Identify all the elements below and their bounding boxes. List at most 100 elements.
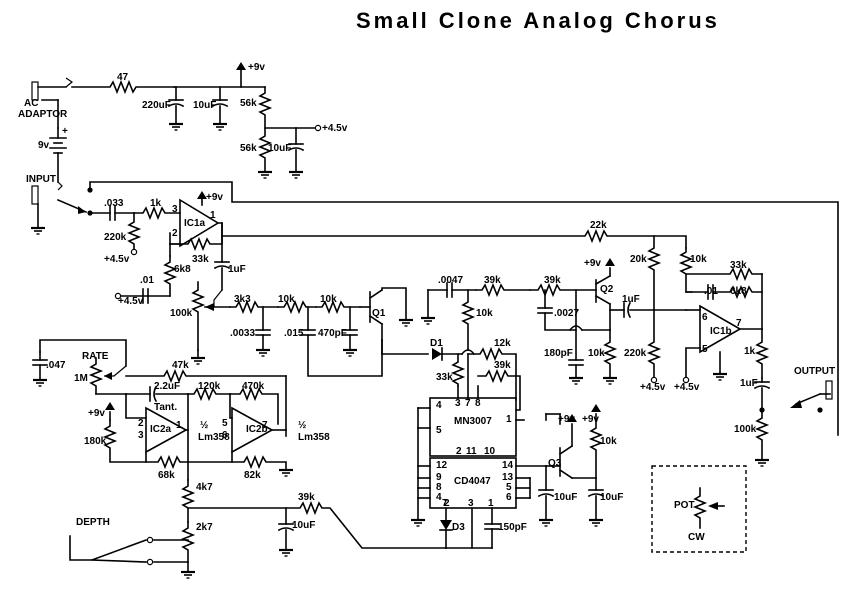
r100k-pot-label: 100k (170, 308, 193, 319)
c10uf-a-label: 10uF (193, 100, 216, 111)
pin-13-cd: 13 (502, 472, 514, 483)
pin-7-ic2b: 7 (262, 420, 268, 431)
d3-label: D3 (452, 522, 465, 533)
c01-b-label: .01 (704, 286, 718, 297)
pin-2-ic1a: 2 (172, 228, 178, 239)
output-label: OUTPUT (794, 366, 835, 377)
output-jack (825, 380, 833, 400)
pin-8-mn: 8 (475, 398, 481, 409)
q3-label: Q3 (548, 458, 562, 469)
p9v-label-3: +9v (584, 258, 601, 269)
pin-2-ic2a: 2 (138, 418, 144, 429)
pin-1-ic1a: 1 (210, 210, 216, 221)
r10k-b-label: 10k (320, 294, 337, 305)
input-label: INPUT (26, 174, 56, 185)
ic1b-label: IC1b (710, 326, 732, 337)
ic2a-opamp (145, 406, 188, 454)
r33k-c-label: 33k (436, 372, 453, 383)
r100k-b-label: 100k (734, 424, 757, 435)
pin-8-cd: 8 (436, 482, 442, 493)
cw-label: CW (688, 532, 705, 543)
page-title: Small Clone Analog Chorus (356, 8, 720, 33)
r56k-a-label: 56k (240, 98, 257, 109)
output-filter-section (419, 235, 833, 468)
battery-label: 9v (38, 140, 50, 151)
r33k-a-label: 33k (192, 254, 209, 265)
c10uf-b-label: 10uF (268, 143, 291, 154)
c10uf-d-label: 10uF (554, 492, 577, 503)
depth-label: DEPTH (76, 517, 110, 528)
pin-4-mn: 4 (436, 400, 442, 411)
ac-adaptor-jack (31, 81, 39, 101)
p4v5-label-3: +4.5v (118, 296, 144, 307)
mn3007-label: MN3007 (454, 416, 492, 427)
rate-pot-label: 1M (74, 373, 88, 384)
r68k-label: 68k (158, 470, 175, 481)
p4v5-label-4: +4.5v (640, 382, 666, 393)
pin-3-cd: 3 (468, 498, 474, 509)
labels: AC ADAPTOR 9v INPUT OUTPUT RATE 1M DEPTH… (18, 62, 835, 543)
power-section (31, 62, 322, 191)
r39k-d-label: 39k (298, 492, 315, 503)
r220k-b-label: 220k (624, 348, 647, 359)
p9v-label-2: +9v (206, 192, 223, 203)
p9v-label-6: +9v (582, 414, 599, 425)
c470pf-label: 470pF (318, 328, 347, 339)
ic1a-opamp (179, 198, 220, 248)
tant-label: Tant. (154, 402, 177, 413)
q1-label: Q1 (372, 308, 386, 319)
filter-section (189, 281, 463, 377)
p9v-label-1: +9v (248, 62, 265, 73)
r470k-label: 470k (242, 381, 265, 392)
r1k-a-label: 1k (150, 198, 162, 209)
c1uf-a-label: 1uF (228, 264, 246, 275)
c033-label: .033 (104, 198, 124, 209)
r82k-label: 82k (244, 470, 261, 481)
pin-4-cd: 4 (436, 492, 442, 503)
c0047-label: .0047 (438, 275, 463, 286)
pin-14-cd: 14 (502, 460, 514, 471)
pin-6-ic2b: 6 (222, 430, 228, 441)
lm358-b-label: Lm358 (298, 432, 330, 443)
pin-7-mn: 7 (465, 398, 471, 409)
r20k-label: 20k (630, 254, 647, 265)
r10k-a-label: 10k (278, 294, 295, 305)
c10uf-c-label: 10uF (292, 520, 315, 531)
r220k-a-label: 220k (104, 232, 127, 243)
ic2b-label: IC2b (246, 424, 268, 435)
r120k-label: 120k (198, 381, 221, 392)
c1uf-c-label: 1uF (740, 378, 758, 389)
r10k-c-label: 10k (476, 308, 493, 319)
pin-1-mn: 1 (506, 414, 512, 425)
c047-label: .047 (46, 360, 66, 371)
pin-3-ic2a: 3 (138, 430, 144, 441)
p9v-label-4: +9v (88, 408, 105, 419)
p4v5-label-2: +4.5v (104, 254, 130, 265)
r10k-e-label: 10k (588, 348, 605, 359)
r6k8-b-label: 6k8 (730, 286, 747, 297)
r1k-b-label: 1k (744, 346, 756, 357)
r33k-b-label: 33k (730, 260, 747, 271)
input-section (29, 181, 839, 436)
r39k-a-label: 39k (484, 275, 501, 286)
pin-2-mn: 2 (456, 446, 462, 457)
pot-legend (651, 465, 747, 553)
r10k-d-label: 10k (690, 254, 707, 265)
p9v-label-5: +9v (558, 414, 575, 425)
r39k-c-label: 39k (494, 360, 511, 371)
battery-plus: + (62, 126, 68, 137)
ic1b-opamp (699, 304, 742, 354)
p4v5-label-1: +4.5v (322, 123, 348, 134)
cd4047-chip (429, 457, 517, 509)
pin-2-cd: 2 (444, 498, 450, 509)
r12k-label: 12k (494, 338, 511, 349)
c0027-label: .0027 (554, 308, 579, 319)
cd4047-label: CD4047 (454, 476, 491, 487)
pin-1-cd: 1 (488, 498, 494, 509)
pin-11-cd: 11 (466, 446, 477, 457)
p4v5-label-5: +4.5v (674, 382, 700, 393)
pin-6-ic1b: 6 (702, 312, 708, 323)
r6k8-a-label: 6k8 (174, 264, 191, 275)
r22k-label: 22k (590, 220, 607, 231)
pin-7-ic1b: 7 (736, 318, 742, 329)
